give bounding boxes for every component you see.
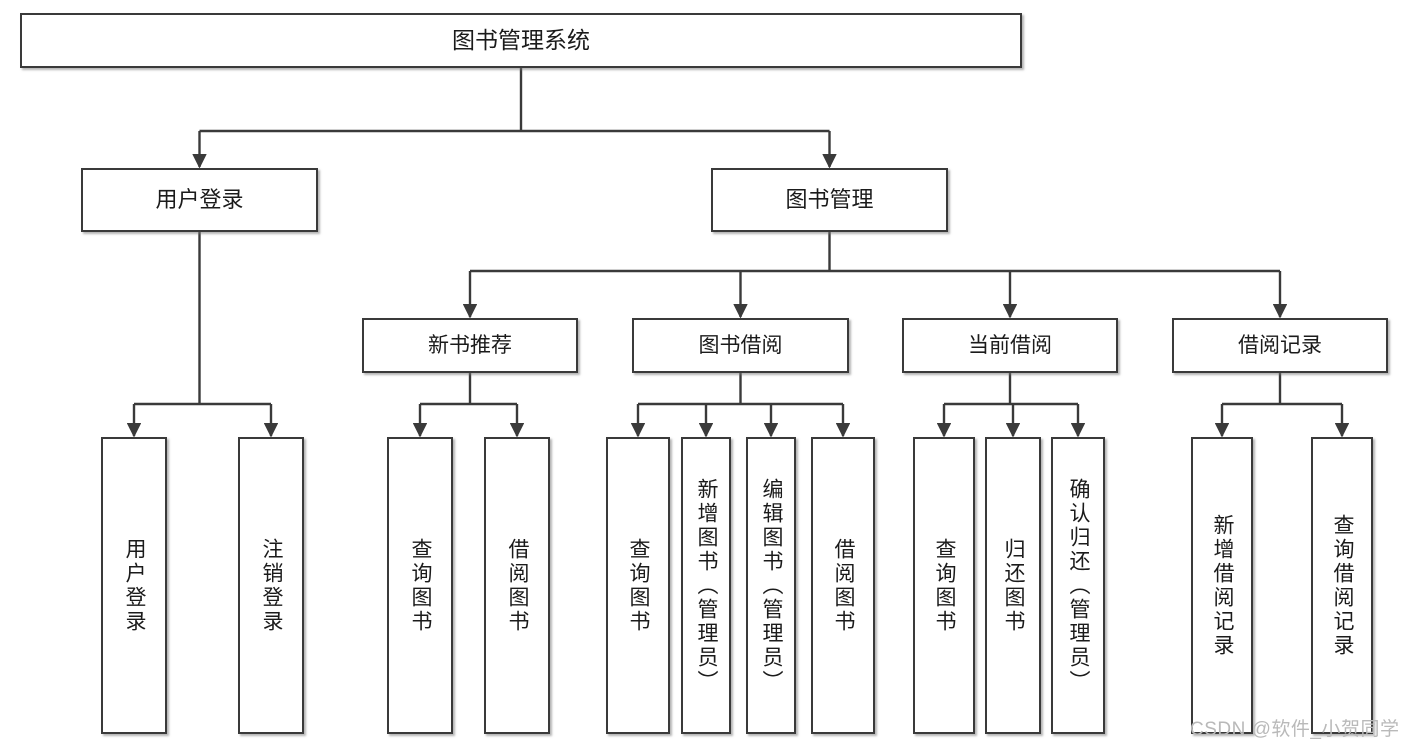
node-label: 新书推荐	[428, 333, 512, 357]
node-label: 确认归还（管理员）	[1067, 477, 1091, 694]
node-book-borrow[interactable]: 图书借阅	[632, 318, 849, 373]
node-label: 新增借阅记录	[1211, 513, 1235, 658]
node-leaf-confirm-ret[interactable]: 确认归还（管理员）	[1051, 437, 1105, 734]
node-label: 查询图书	[627, 537, 651, 634]
node-label: 查询借阅记录	[1331, 513, 1355, 658]
node-leaf-user-logout[interactable]: 注销登录	[238, 437, 304, 734]
node-leaf-user-login[interactable]: 用户登录	[101, 437, 167, 734]
node-label: 归还图书	[1002, 537, 1026, 634]
node-label: 编辑图书（管理员）	[760, 477, 784, 694]
node-leaf-add-book[interactable]: 新增图书（管理员）	[681, 437, 731, 734]
node-label: 借阅记录	[1238, 333, 1322, 357]
node-leaf-query-record[interactable]: 查询借阅记录	[1311, 437, 1373, 734]
node-leaf-query-book-3[interactable]: 查询图书	[913, 437, 975, 734]
node-label: 借阅图书	[506, 537, 530, 634]
node-leaf-query-book-1[interactable]: 查询图书	[387, 437, 453, 734]
node-label: 注销登录	[260, 537, 284, 634]
node-label: 当前借阅	[968, 333, 1052, 357]
node-leaf-borrow-book-1[interactable]: 借阅图书	[484, 437, 550, 734]
node-label: 用户登录	[155, 186, 244, 212]
node-book-manage[interactable]: 图书管理	[711, 168, 948, 232]
node-label: 图书管理系统	[452, 26, 590, 53]
node-label: 图书借阅	[698, 333, 783, 357]
node-leaf-borrow-book-2[interactable]: 借阅图书	[811, 437, 875, 734]
node-leaf-edit-book[interactable]: 编辑图书（管理员）	[746, 437, 796, 734]
node-root[interactable]: 图书管理系统	[20, 13, 1022, 68]
node-label: 用户登录	[123, 537, 147, 634]
node-leaf-add-record[interactable]: 新增借阅记录	[1191, 437, 1253, 734]
node-user-login[interactable]: 用户登录	[81, 168, 318, 232]
node-label: 借阅图书	[832, 537, 856, 634]
node-current-borrow[interactable]: 当前借阅	[902, 318, 1118, 373]
node-label: 新增图书（管理员）	[695, 477, 719, 694]
node-label: 查询图书	[933, 537, 957, 634]
node-new-book-rec[interactable]: 新书推荐	[362, 318, 578, 373]
node-leaf-return-book[interactable]: 归还图书	[985, 437, 1041, 734]
node-leaf-query-book-2[interactable]: 查询图书	[606, 437, 670, 734]
node-label: 图书管理	[785, 186, 874, 212]
node-label: 查询图书	[409, 537, 433, 634]
node-borrow-record[interactable]: 借阅记录	[1172, 318, 1388, 373]
